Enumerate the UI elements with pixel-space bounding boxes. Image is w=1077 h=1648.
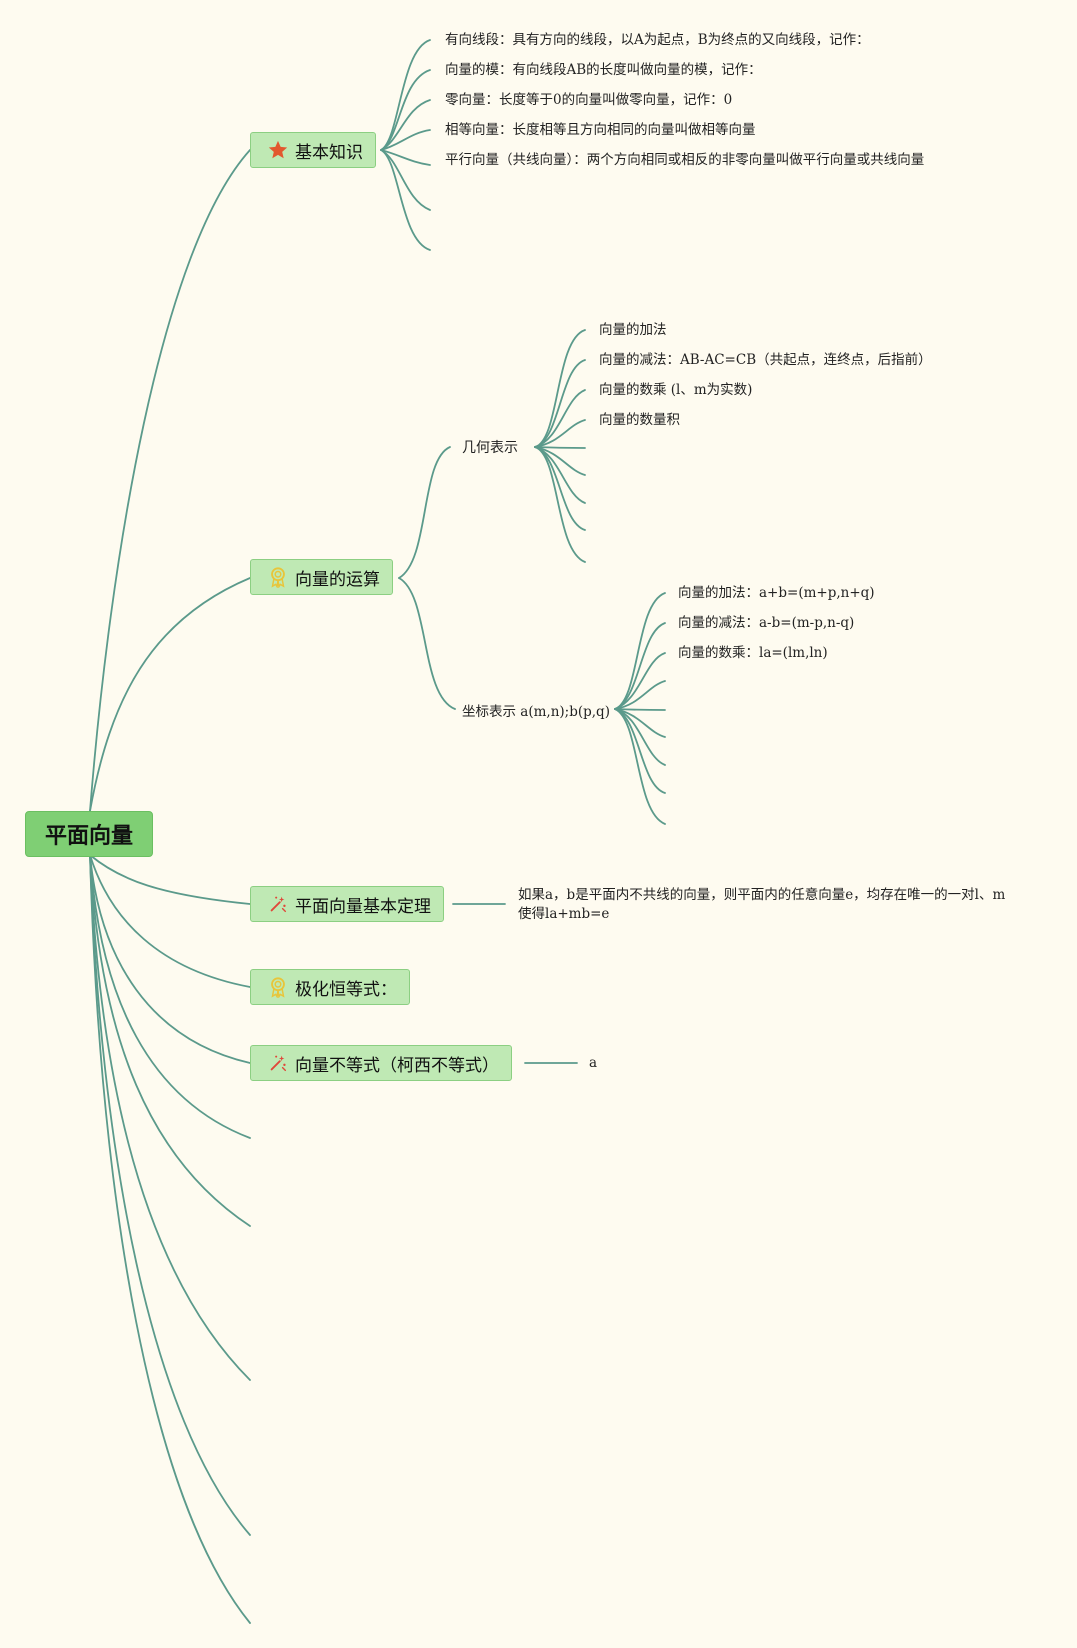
branch-basic-leaf-4: [380, 129, 431, 151]
branch-coord-leaf-1: [614, 592, 666, 710]
root-topic[interactable]: 平面向量: [25, 811, 153, 857]
subtopic-coordinate[interactable]: 坐标表示 a(m,n);b(p,q): [462, 704, 610, 720]
topic-inequality-label: 向量不等式（柯西不等式）: [295, 1055, 499, 1076]
branch-root-empty-1: [89, 854, 251, 1139]
branch-coord-empty-4: [614, 708, 666, 766]
subtopic-geometric[interactable]: 几何表示: [462, 440, 518, 456]
branch-root-inequality: [89, 854, 251, 1064]
branch-geo-empty-3: [534, 446, 586, 504]
topic-polarization-identity[interactable]: 极化恒等式：: [250, 969, 410, 1005]
basic-leaf-5[interactable]: 平行向量（共线向量）：两个方向相同或相反的非零向量叫做平行向量或共线向量: [445, 152, 925, 168]
topic-basic-knowledge[interactable]: 基本知识: [250, 132, 376, 168]
topic-vector-operations[interactable]: 向量的运算: [250, 559, 393, 595]
branch-root-empty-2: [89, 854, 251, 1227]
branch-geo-leaf-1: [534, 329, 586, 448]
geo-leaf-dot-product[interactable]: 向量的数量积: [599, 412, 680, 428]
topic-operations-label: 向量的运算: [295, 569, 380, 590]
award-ribbon-icon: [267, 566, 289, 588]
coord-leaf-addition[interactable]: 向量的加法：a+b=(m+p,n+q): [678, 585, 875, 601]
branch-coord-leaf-2: [614, 622, 666, 710]
coord-leaf-subtraction[interactable]: 向量的减法：a-b=(m-p,n-q): [678, 615, 855, 631]
branch-basic-empty-2: [380, 149, 431, 251]
branch-root-empty-4: [89, 854, 251, 1536]
magic-wand-icon: [267, 1052, 289, 1074]
branch-root-basic: [89, 149, 251, 812]
branch-coord-leaf-3: [614, 652, 666, 710]
branch-geo-leaf-3: [534, 389, 586, 448]
coord-leaf-scalar[interactable]: 向量的数乘：la=(lm,ln): [678, 645, 828, 661]
branch-geo-leaf-2: [534, 359, 586, 448]
branch-operations-coordinate: [398, 577, 456, 710]
branch-root-operations: [89, 577, 251, 812]
topic-polarization-label: 极化恒等式：: [295, 979, 397, 1000]
topic-vector-inequality[interactable]: 向量不等式（柯西不等式）: [250, 1045, 512, 1081]
topic-basic-label: 基本知识: [295, 142, 363, 163]
branch-coord-empty-2: [614, 708, 666, 711]
branch-basic-leaf-5: [380, 149, 431, 166]
topic-basic-theorem[interactable]: 平面向量基本定理: [250, 886, 444, 922]
basic-leaf-2[interactable]: 向量的模：有向线段AB的长度叫做向量的模，记作：: [445, 62, 762, 78]
branch-basic-leaf-3: [380, 99, 431, 151]
branch-root-empty-5: [89, 854, 251, 1624]
branch-root-theorem: [89, 854, 251, 905]
inequality-leaf[interactable]: a: [589, 1055, 598, 1071]
branch-geo-leaf-4: [534, 419, 586, 448]
geo-leaf-subtraction[interactable]: 向量的减法：AB-AC=CB（共起点，连终点，后指前）: [599, 352, 932, 368]
award-ribbon-icon: [267, 976, 289, 998]
branch-coord-empty-1: [614, 680, 666, 710]
magic-wand-icon: [267, 893, 289, 915]
star-icon: [267, 139, 289, 161]
geo-leaf-scalar[interactable]: 向量的数乘 (l、m为实数): [599, 382, 753, 398]
branch-root-empty-3: [89, 854, 251, 1381]
basic-leaf-4[interactable]: 相等向量：长度相等且方向相同的向量叫做相等向量: [445, 122, 756, 138]
branch-geo-empty-1: [534, 446, 586, 449]
branch-coord-empty-6: [614, 708, 666, 825]
branch-root-polarization: [89, 854, 251, 988]
geo-leaf-addition[interactable]: 向量的加法: [599, 322, 667, 338]
theorem-leaf[interactable]: 如果a，b是平面内不共线的向量，则平面内的任意向量e，均存在唯一的一对l、m使得…: [518, 887, 1006, 922]
branch-operations-geometric: [398, 446, 451, 579]
basic-leaf-3[interactable]: 零向量：长度等于0的向量叫做零向量，记作：0: [445, 92, 733, 108]
basic-leaf-1[interactable]: 有向线段：具有方向的线段，以A为起点，B为终点的又向线段，记作：: [445, 32, 870, 48]
branch-geo-empty-5: [534, 446, 586, 563]
branch-basic-leaf-1: [380, 39, 431, 151]
topic-theorem-label: 平面向量基本定理: [295, 896, 431, 917]
